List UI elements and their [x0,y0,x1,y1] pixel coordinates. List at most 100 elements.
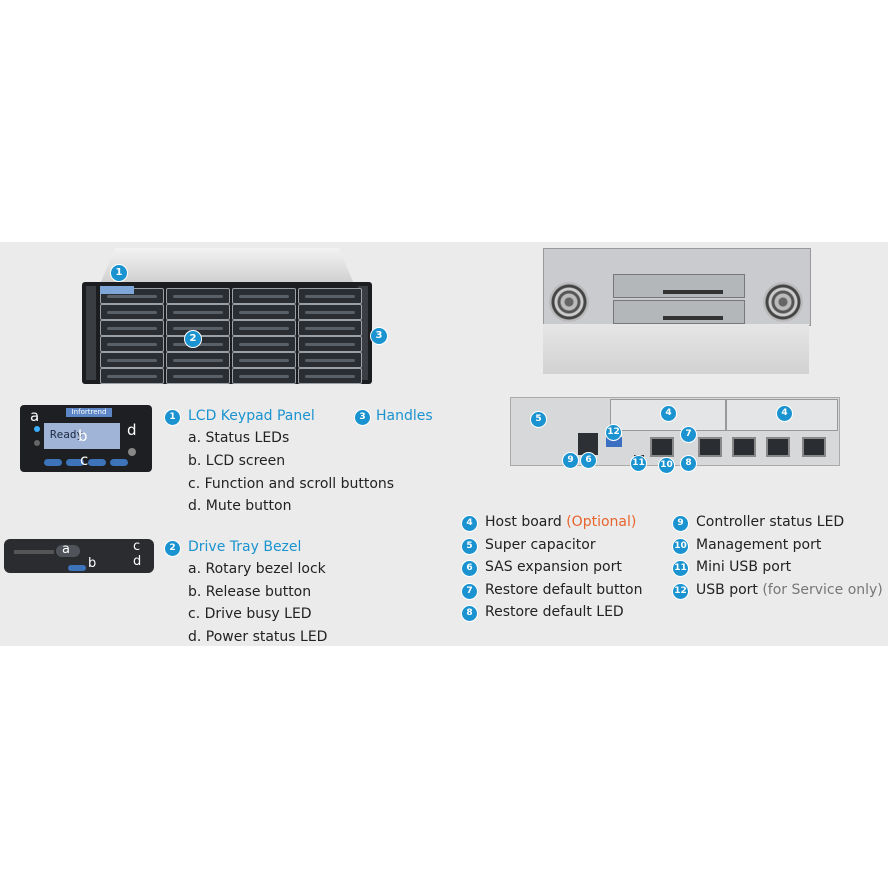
psu-fan-right [763,282,803,322]
rear-legend-num: 12 [672,582,689,600]
rear-callout-5: 5 [530,411,547,428]
rear-legend-num: 8 [461,605,478,622]
legend-item: d. Power status LED [188,629,328,645]
rear-callout-10: 10 [658,457,675,474]
rear-legend-label: Super capacitor [485,536,596,553]
legend-item: d. Mute button [188,498,292,514]
drive-bay [166,352,230,368]
drive-bay [298,304,362,320]
drive-bay [166,304,230,320]
sas-port [578,433,598,455]
rear-legend-label: Host board [485,514,562,530]
scroll-button [88,459,106,466]
legend-title-drive-tray: Drive Tray Bezel [188,539,302,555]
drive-bay [100,320,164,336]
port-row [663,316,723,320]
rear-callout-7: 7 [680,426,697,443]
rear-legend-item: SAS expansion port [485,559,622,575]
rear-legend-num: 6 [461,560,478,577]
drive-bay [232,368,296,384]
bezel-label-c: c [133,539,141,554]
rear-legend-num: 4 [461,515,478,532]
rear-legend-label: Restore default LED [485,604,624,620]
lcd-label-b: b [78,427,88,445]
drive-bay [298,288,362,304]
legend-item: a. Status LEDs [188,430,290,446]
bezel-label-d: d [133,554,142,569]
drive-bay [232,304,296,320]
rear-legend-extra: (Optional) [566,514,637,530]
drive-bay [298,368,362,384]
controller-lower [613,300,745,324]
lcd-brand: Infortrend [66,408,112,417]
rear-callout-9: 9 [562,452,579,469]
rear-chassis-image [543,248,811,374]
drive-bay [298,320,362,336]
drive-bay [232,320,296,336]
bezel-grille [14,550,54,554]
rear-legend-label: Management port [696,536,822,553]
bezel-label-a: a [62,542,70,557]
legend-num-2: 2 [164,540,181,557]
legend-item: b. LCD screen [188,453,286,469]
callout-1: 1 [110,264,128,282]
lcd-label-a: a [30,407,40,425]
host-port [732,437,756,457]
rear-legend-item: Controller status LED [696,514,844,530]
rear-bottom [543,324,809,374]
legend-item: a. Rotary bezel lock [188,561,326,577]
rear-callout-11: 11 [630,455,647,472]
rear-legend-num: 11 [672,560,689,577]
rear-legend-label: SAS expansion port [485,559,622,575]
rear-callout-4: 4 [660,405,677,422]
rear-legend-item: Super capacitor [485,537,596,553]
legend-item: c. Drive busy LED [188,606,312,622]
port-row [663,290,723,294]
legend-num-1: 1 [164,409,181,426]
legend-item: b. Release button [188,584,312,600]
host-port [766,437,790,457]
psu-fan-left [549,282,589,322]
mute-button [128,448,136,456]
rear-legend-item: Host board (Optional) [485,514,636,530]
rear-legend-num: 5 [461,537,478,555]
front-chassis-image [82,248,372,384]
rear-legend-label: Controller status LED [696,514,845,530]
function-button [44,459,62,466]
drive-bay [166,288,230,304]
rear-legend-extra: (for Service only) [762,581,883,598]
drive-bay [298,336,362,352]
legend-num-3: 3 [354,409,371,426]
release-button [68,565,86,571]
drive-bay [100,336,164,352]
rear-legend-num: 7 [461,582,478,600]
legend-item: c. Function and scroll buttons [188,476,395,492]
rear-legend-label: Mini USB port [696,559,792,575]
scroll-button [110,459,128,466]
lcd-label-c: c [80,451,89,469]
status-led [34,426,40,432]
rotary-lock [56,545,80,557]
lcd-screen-text: Ready [50,428,84,441]
rear-callout-12: 12 [605,424,622,441]
lcd-label-d: d [127,421,137,439]
drive-bay [298,352,362,368]
drive-bay [100,352,164,368]
scroll-button [66,459,84,466]
drive-bay [166,368,230,384]
rear-legend-item: Management port [696,537,821,553]
bezel-label-b: b [88,556,97,571]
legend-title-lcd: LCD Keypad Panel [188,408,315,424]
rear-callout-8: 8 [680,455,697,472]
rear-legend-item: USB port (for Service only) [696,582,883,598]
legend-title-handles: Handles [376,408,433,424]
rear-legend-item: Restore default LED [485,604,624,620]
callout-3: 3 [370,327,388,345]
management-port [650,437,674,457]
rear-legend-num: 9 [672,515,689,532]
usb-port [606,437,622,447]
rear-legend-num: 10 [672,537,689,555]
drive-bay [100,368,164,384]
callout-2: 2 [184,330,202,348]
host-port [698,437,722,457]
